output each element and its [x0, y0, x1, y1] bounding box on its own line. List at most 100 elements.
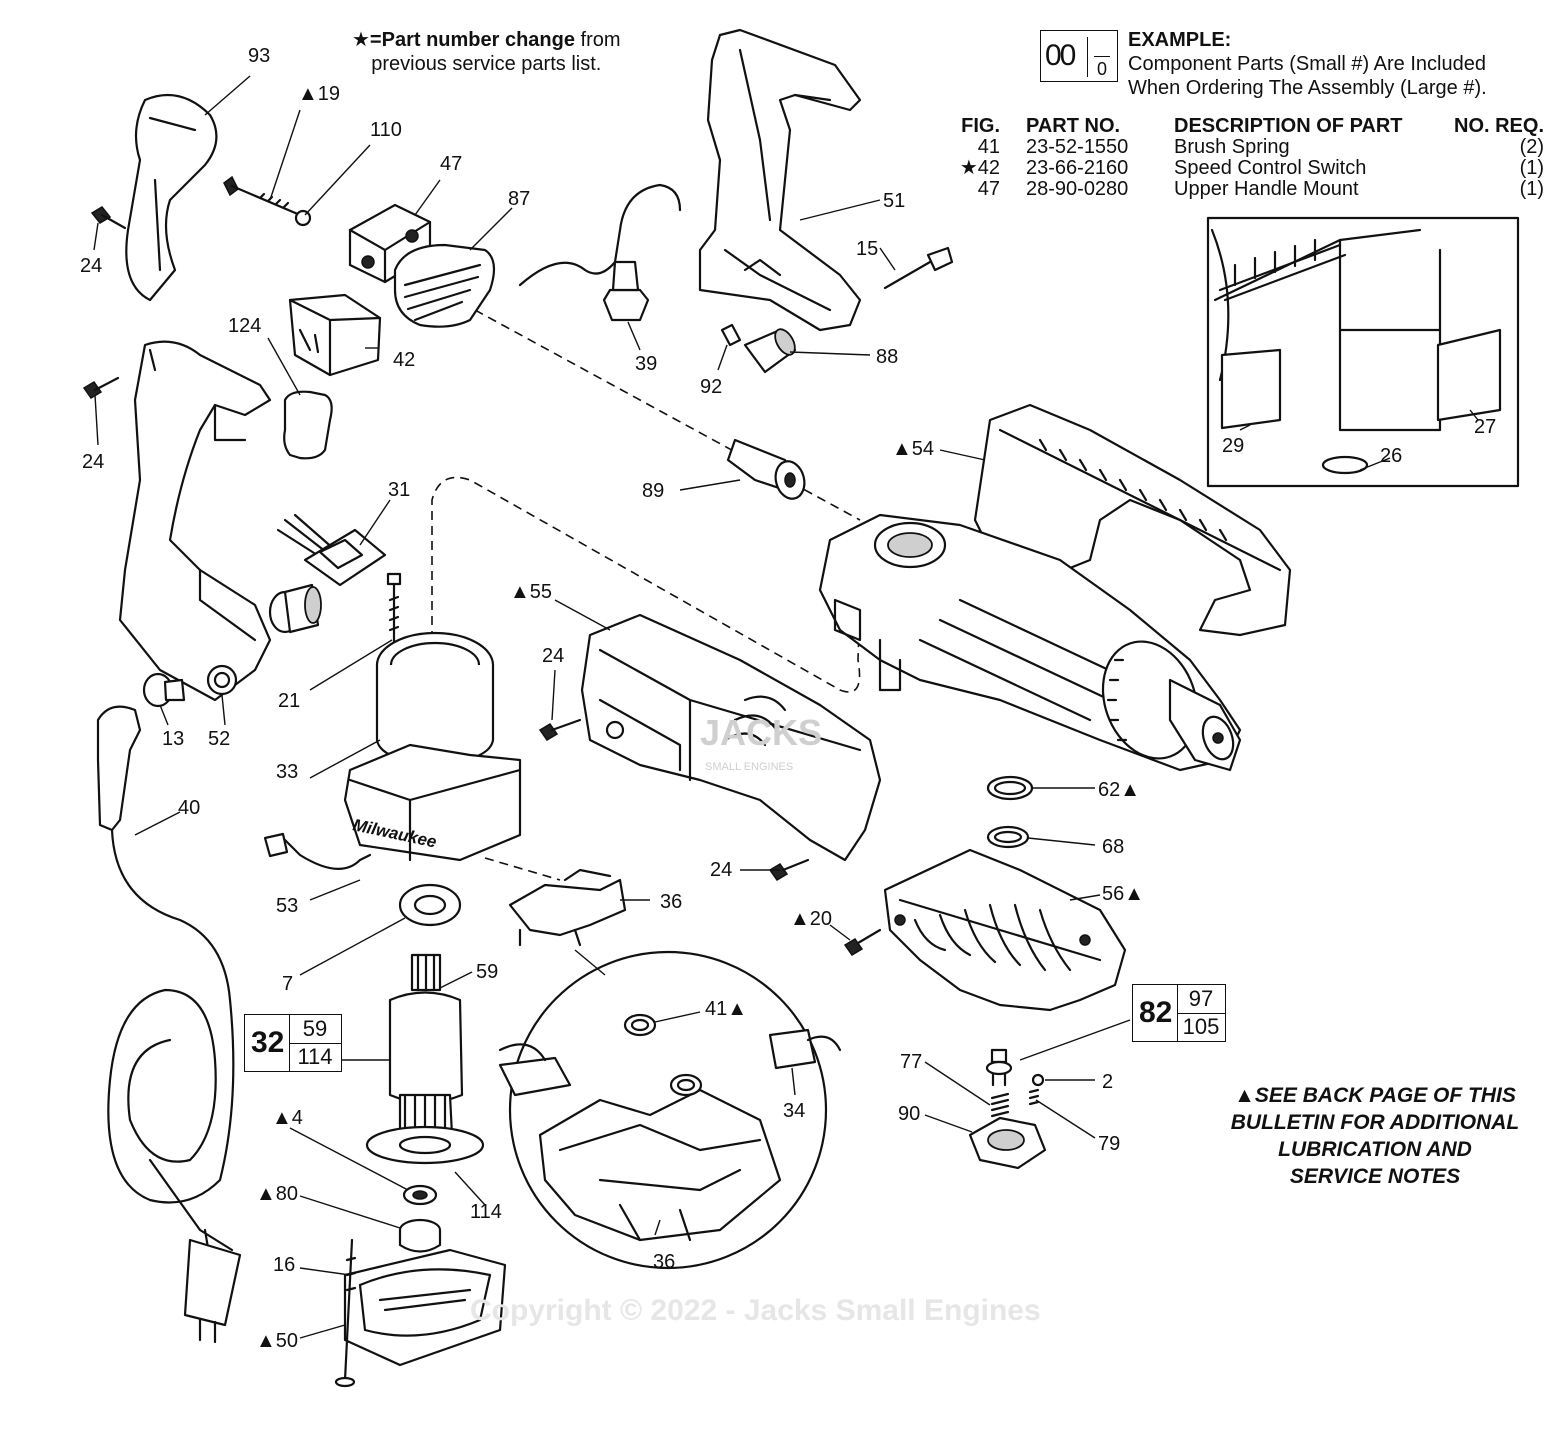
callout-51: 51 — [883, 190, 905, 212]
callout-36-top: 36 — [660, 891, 682, 913]
part-33-motor-housing: Milwaukee — [343, 631, 522, 862]
header-qty: NO. REQ. — [1454, 115, 1545, 137]
brush-holder-detail-circle — [498, 950, 828, 1270]
callout-93: 93 — [248, 45, 270, 67]
example-line-2: When Ordering The Assembly (Large #). — [1128, 77, 1487, 99]
part-92-pin — [720, 323, 742, 347]
example-assembly-box: 00 0 — [1040, 30, 1118, 82]
callout-87: 87 — [508, 188, 530, 210]
header-part-no: PART NO. — [1026, 115, 1121, 137]
callout-124: 124 — [228, 315, 261, 337]
callout-110: 110 — [370, 119, 402, 141]
callout-24-housing: 24 — [542, 645, 564, 667]
table-row: 41 23-52-1550 Brush Spring (2) — [930, 137, 1544, 158]
star-note-line2: previous service parts list. — [371, 53, 602, 75]
part-40-power-cord — [96, 705, 242, 1344]
part-20-screw — [843, 928, 882, 957]
callout-24-lower: 24 — [710, 859, 732, 881]
part-16-long-screw — [334, 1238, 357, 1388]
callout-40: 40 — [178, 797, 200, 819]
cell-fig: ★42 — [959, 157, 1000, 179]
part-51-rear-handle — [698, 28, 862, 332]
callout-24-mid: 24 — [82, 451, 104, 473]
callout-80: ▲80 — [256, 1183, 298, 1205]
part-80-bearing-cup — [398, 1218, 442, 1253]
callout-19: ▲19 — [298, 83, 340, 105]
callout-15: 15 — [856, 238, 878, 260]
callout-53: 53 — [276, 895, 298, 917]
header-description: DESCRIPTION OF PART — [1174, 115, 1403, 137]
part-59-armature — [365, 953, 485, 1165]
parts-table: FIG. PART NO. DESCRIPTION OF PART NO. RE… — [930, 116, 1544, 200]
part-13-plug — [142, 672, 186, 708]
callout-20: ▲20 — [790, 908, 832, 930]
example-small-cell: 0 — [1087, 37, 1116, 79]
callout-90: 90 — [898, 1103, 920, 1125]
back-page-note: ▲SEE BACK PAGE OF THIS BULLETIN FOR ADDI… — [1215, 1082, 1535, 1190]
copyright-notice: Copyright © 2022 - Jacks Small Engines — [470, 1294, 1041, 1327]
example-small-number: 0 — [1096, 59, 1107, 79]
header-fig: FIG. — [961, 115, 1000, 137]
callout-7: 7 — [282, 973, 293, 995]
screw-24-upper — [90, 206, 127, 230]
part-77-spring — [990, 1092, 1010, 1118]
callout-52: 52 — [208, 728, 230, 750]
screw-24-housing — [538, 718, 582, 742]
example-big-number: 00 — [1045, 39, 1076, 72]
detail-inset-box — [1206, 216, 1520, 488]
assembly-32-number: 32 — [251, 1026, 285, 1059]
cell-fig: 41 — [977, 136, 1000, 158]
cell-part-no: 23-66-2160 — [1026, 157, 1129, 179]
callout-42: 42 — [393, 349, 415, 371]
part-34-carbon-brush — [768, 1028, 842, 1070]
parts-table-header: FIG. PART NO. DESCRIPTION OF PART NO. RE… — [930, 116, 1544, 137]
screw-24-lower — [768, 858, 810, 882]
leader-lines — [93, 75, 1479, 1339]
callout-34: 34 — [783, 1100, 805, 1122]
part-15-screw — [883, 246, 954, 290]
part-55-housing-half — [580, 613, 882, 862]
callout-114: 114 — [470, 1201, 502, 1223]
back-note-line-4: SERVICE NOTES — [1289, 1165, 1461, 1188]
part-2-ball — [1031, 1073, 1045, 1087]
part-87-switch-boot — [393, 243, 496, 328]
callout-21: 21 — [278, 690, 300, 712]
example-legend: EXAMPLE: Component Parts (Small #) Are I… — [1128, 28, 1487, 100]
part-52-handle-half — [118, 340, 272, 702]
part-62-ring — [986, 775, 1034, 801]
cell-description: Brush Spring — [1174, 136, 1290, 158]
cell-description: Speed Control Switch — [1174, 157, 1367, 179]
callout-labels: 93 ▲19 110 47 87 24 124 42 39 51 15 88 9… — [80, 45, 1496, 1352]
part-110-washer — [294, 209, 312, 227]
callout-50: ▲50 — [256, 1330, 298, 1352]
part-124-capacitor — [283, 390, 333, 460]
callout-27: 27 — [1474, 416, 1496, 438]
callout-33: 33 — [276, 761, 298, 783]
part-number-change-note: ★=Part number change from previous servi… — [352, 28, 621, 76]
callout-92: 92 — [700, 376, 722, 398]
assembly-82-top: 97 — [1188, 986, 1214, 1011]
assembly-82-box: 82 97 105 — [1132, 984, 1226, 1042]
cell-part-no: 28-90-0280 — [1026, 178, 1129, 200]
callout-56: 56▲ — [1102, 883, 1144, 905]
part-90-cap — [968, 1116, 1047, 1170]
callout-24-top: 24 — [80, 255, 102, 277]
callout-59: 59 — [476, 961, 498, 983]
part-42-speed-control-switch — [288, 293, 382, 377]
grommet — [268, 583, 322, 634]
part-31-terminal-block — [276, 513, 387, 587]
callout-54: ▲54 — [892, 438, 934, 460]
part-4-bearing — [402, 1184, 438, 1206]
assembly-32-bottom: 114 — [297, 1044, 333, 1069]
part-93-handle-cover — [125, 93, 218, 302]
callout-39: 39 — [635, 353, 657, 375]
callout-88: 88 — [876, 346, 898, 368]
back-note-line-1: ▲SEE BACK PAGE OF THIS — [1234, 1084, 1516, 1107]
callout-62: 62▲ — [1098, 779, 1140, 801]
cell-description: Upper Handle Mount — [1174, 178, 1359, 200]
callout-4: ▲4 — [272, 1107, 303, 1129]
callout-68: 68 — [1102, 836, 1124, 858]
part-54-main-body — [818, 403, 1292, 772]
table-row: 47 28-90-0280 Upper Handle Mount (1) — [930, 179, 1544, 200]
